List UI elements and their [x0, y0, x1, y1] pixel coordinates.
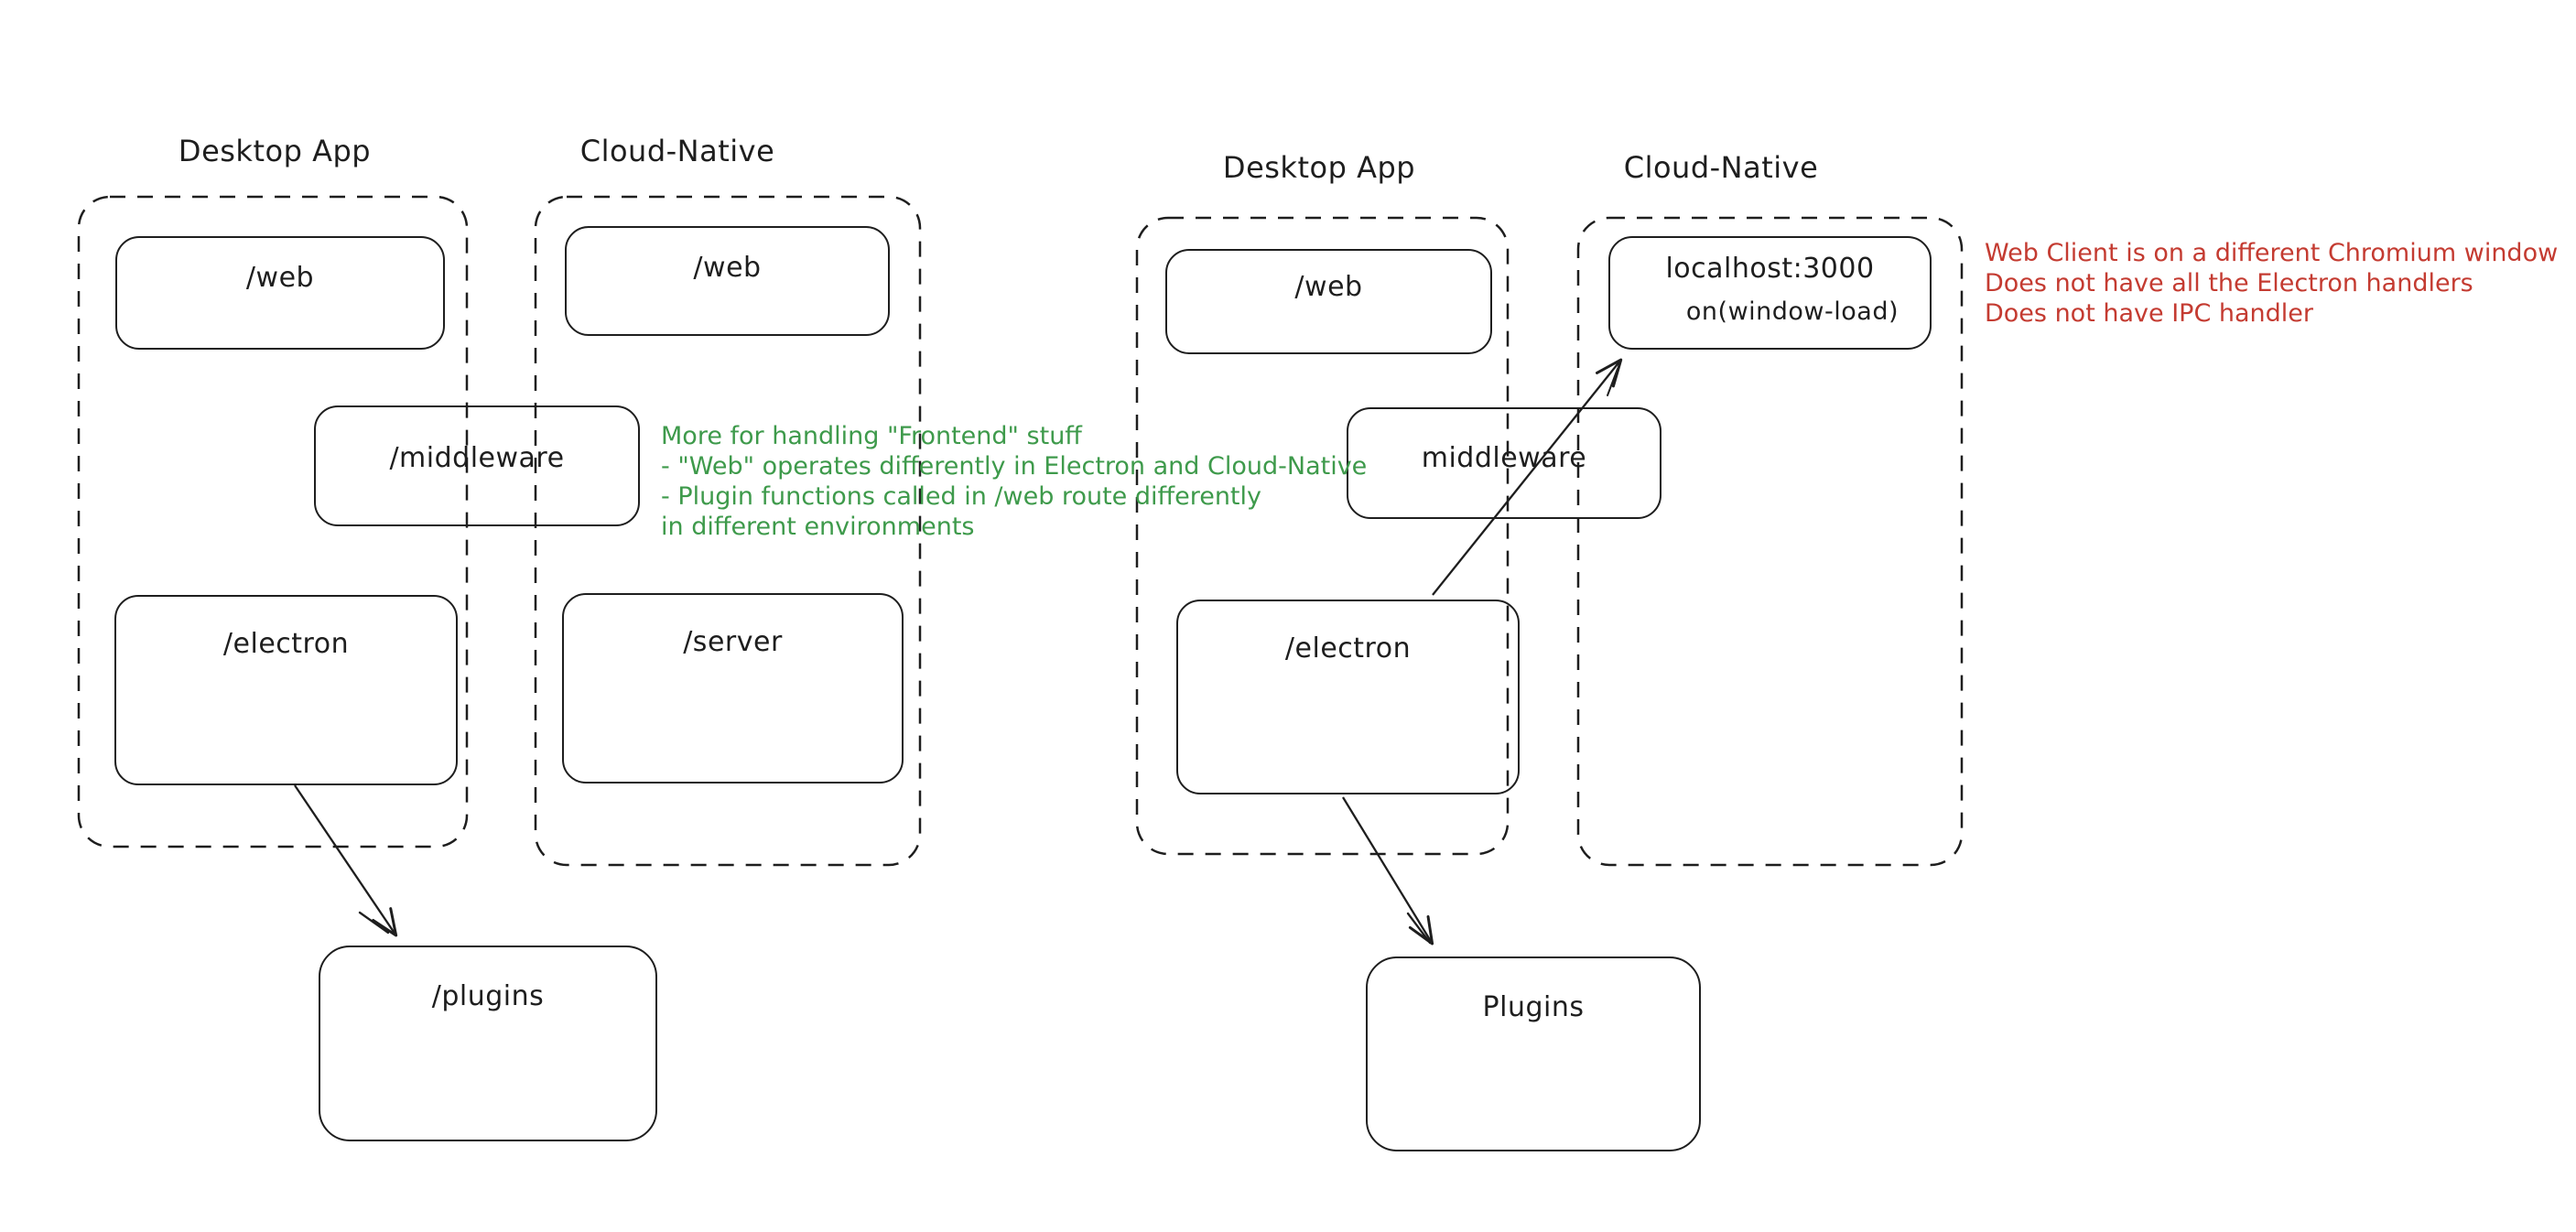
node-right-plugins[interactable]: Plugins: [1366, 956, 1701, 1151]
node-label: /electron: [222, 628, 350, 660]
node-left-middleware[interactable]: /middleware: [314, 405, 640, 526]
node-left-plugins[interactable]: /plugins: [319, 946, 657, 1141]
node-label: middleware: [1421, 442, 1587, 474]
node-sublabel-window-load-event: on(window-load): [1685, 297, 1899, 326]
annotation-line: - "Web" operates differently in Electron…: [661, 452, 1368, 481]
node-right-electron[interactable]: /electron: [1176, 600, 1520, 794]
group-box-right-desktop[interactable]: [1135, 216, 1510, 856]
group-title-right-desktop[interactable]: Desktop App: [1222, 150, 1416, 185]
arrow-right-electron-to-plugins-extra-stroke[interactable]: [1406, 912, 1432, 945]
node-left-server[interactable]: /server: [562, 593, 904, 784]
node-label: /web: [1294, 271, 1363, 303]
annotation-green-middleware-notes[interactable]: More for handling "Frontend" stuff - "We…: [661, 421, 1367, 542]
group-title-right-cloud[interactable]: Cloud-Native: [1623, 150, 1819, 185]
node-label: /web: [693, 252, 762, 284]
node-label: /web: [245, 262, 315, 294]
annotation-red-web-client-notes[interactable]: Web Client is on a different Chromium wi…: [1985, 238, 2558, 329]
annotation-line: in different environments: [661, 513, 975, 541]
node-left-cloud-web[interactable]: /web: [565, 226, 890, 336]
node-label: localhost:3000: [1665, 253, 1875, 285]
node-label: Plugins: [1482, 991, 1585, 1023]
annotation-line: Web Client is on a different Chromium wi…: [1985, 239, 2559, 267]
arrow-right-electron-to-plugins[interactable]: [1342, 796, 1434, 946]
arrow-right-electron-to-localhost-extra-stroke[interactable]: [1607, 368, 1618, 396]
arrow-right-electron-to-localhost[interactable]: [1432, 358, 1623, 596]
node-left-electron[interactable]: /electron: [114, 595, 458, 785]
node-left-desktop-web[interactable]: /web: [115, 236, 445, 350]
group-title-left-desktop[interactable]: Desktop App: [178, 134, 372, 168]
arrow-left-electron-to-plugins-extra-stroke[interactable]: [358, 911, 390, 935]
node-label: /server: [683, 626, 783, 658]
arrow-left-electron-to-plugins[interactable]: [294, 784, 398, 937]
annotation-line: More for handling "Frontend" stuff: [661, 422, 1082, 450]
annotation-line: - Plugin functions called in /web route …: [661, 482, 1262, 511]
node-label: /plugins: [431, 980, 545, 1012]
group-box-right-cloud[interactable]: [1576, 216, 1964, 867]
annotation-line: Does not have all the Electron handlers: [1985, 269, 2473, 297]
node-right-localhost[interactable]: localhost:3000 on(window-load): [1608, 236, 1932, 350]
annotation-line: Does not have IPC handler: [1985, 299, 2314, 328]
group-title-left-cloud[interactable]: Cloud-Native: [579, 134, 775, 168]
node-right-desktop-web[interactable]: /web: [1165, 249, 1492, 354]
node-right-middleware[interactable]: middleware: [1347, 407, 1661, 519]
group-box-left-desktop[interactable]: [77, 195, 469, 848]
group-box-left-cloud[interactable]: [534, 195, 922, 867]
node-label: /electron: [1284, 632, 1412, 665]
node-label: /middleware: [389, 442, 565, 474]
